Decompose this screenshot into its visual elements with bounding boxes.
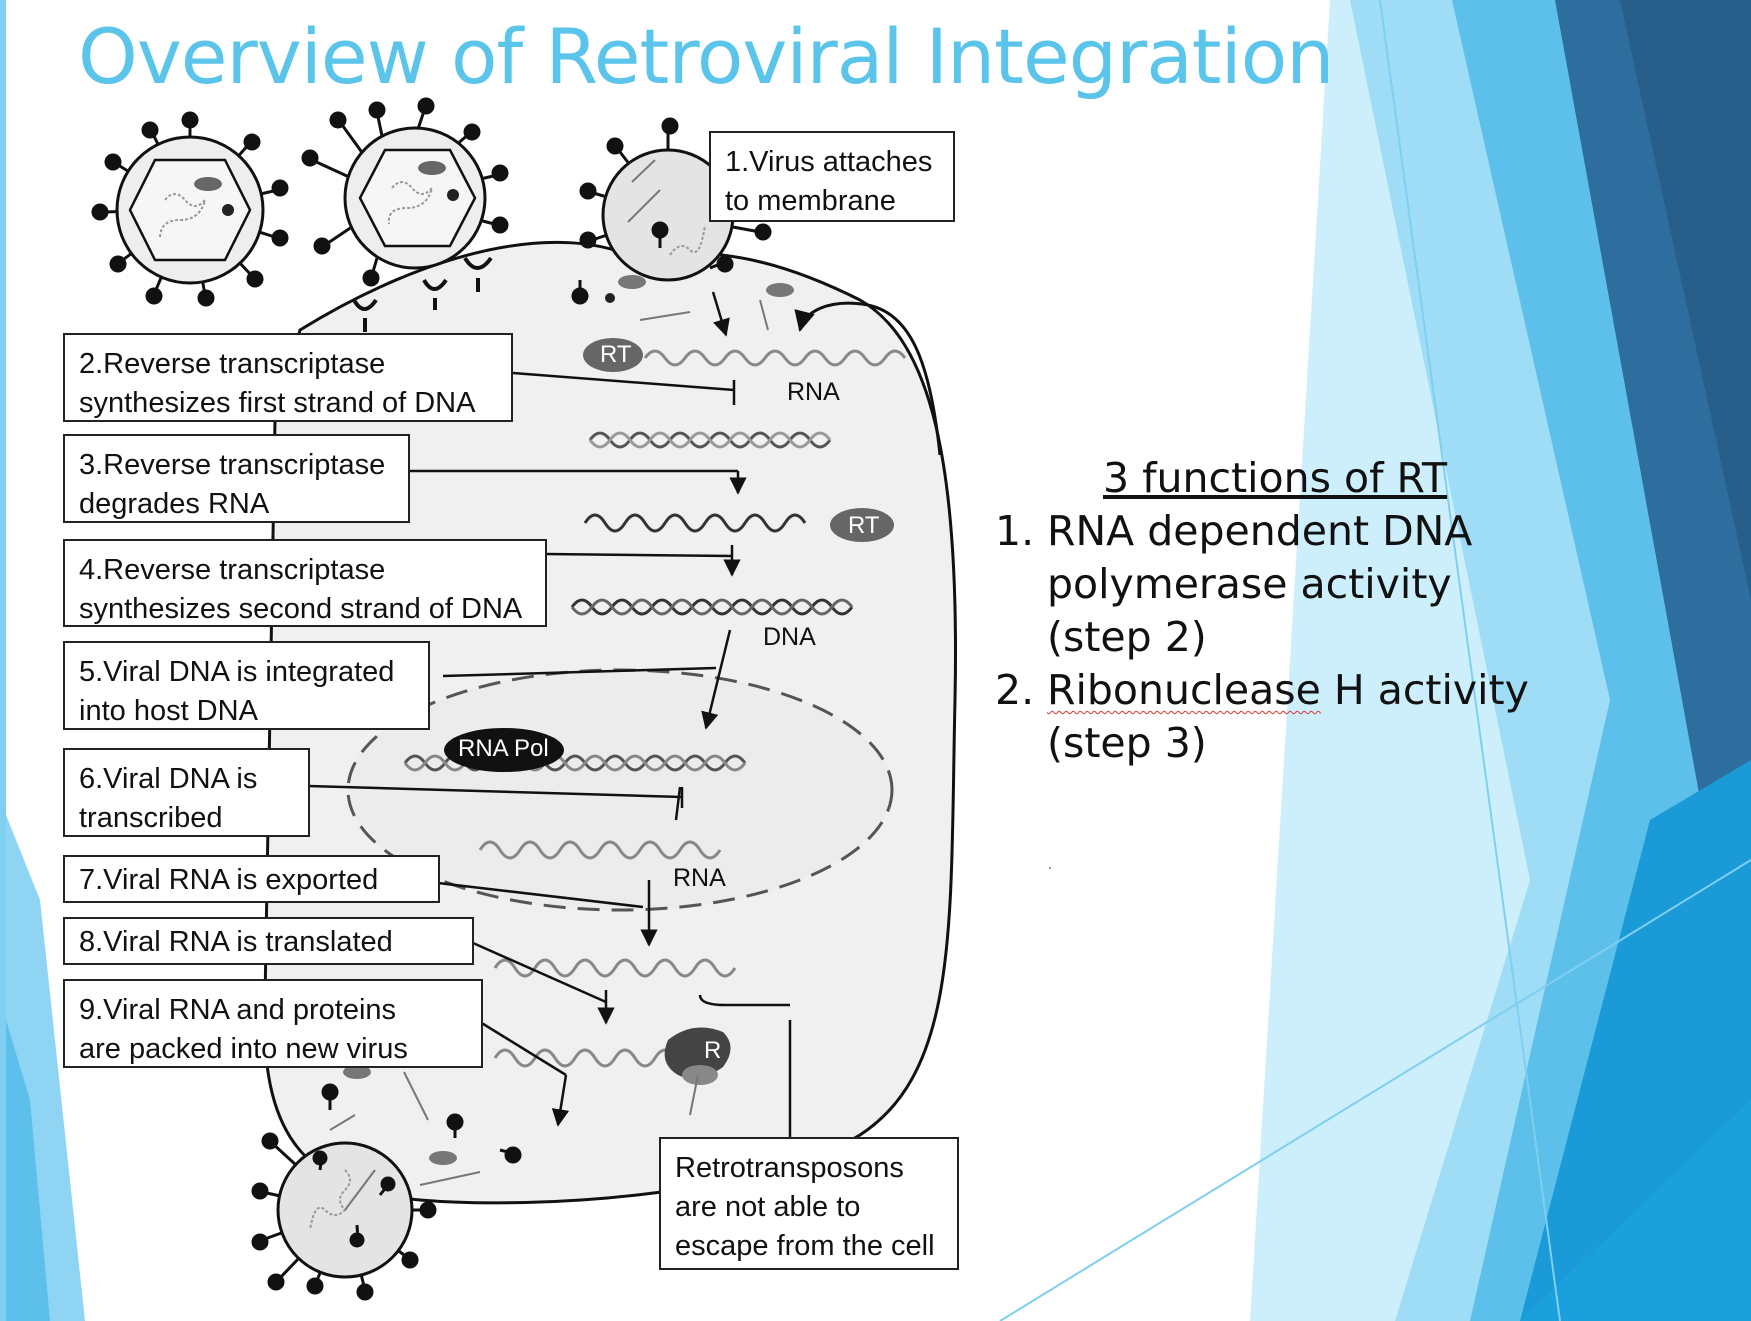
- step-3-box: 3.Reverse transcriptase degrades RNA: [63, 434, 410, 523]
- step-4-line-1: 4.Reverse transcriptase: [79, 554, 386, 586]
- rna-strand-2: [478, 840, 722, 860]
- step-5-line-2: into host DNA: [79, 695, 258, 727]
- rt-function-1-line-1: RNA dependent DNA: [1047, 507, 1473, 555]
- slide-title: Overview of Retroviral Integration: [78, 12, 1334, 101]
- rna-polymerase: [444, 728, 564, 772]
- step-2-line-1: 2.Reverse transcriptase: [79, 348, 386, 380]
- rt-functions-heading: 3 functions of RT: [1103, 454, 1448, 502]
- rt-function-2-line-1: Ribonuclease H activity: [1047, 664, 1529, 717]
- rt-function-2-rest: H activity: [1320, 666, 1529, 714]
- step-3-line-2: degrades RNA: [79, 488, 270, 520]
- step-2-line-2: synthesizes first strand of DNA: [79, 387, 476, 419]
- stray-dot: [1049, 867, 1051, 869]
- new-virus-budding: [251, 1132, 437, 1301]
- retrotransposon-note-box: Retrotransposons are not able to escape …: [659, 1137, 959, 1270]
- rna-pol-label: RNA Pol: [458, 735, 549, 762]
- dna-label: DNA: [763, 623, 816, 651]
- dna-single-strand: [583, 513, 807, 533]
- membrane-receptors: [352, 256, 493, 332]
- step-1-box: 1.Virus attaches to membrane: [709, 131, 955, 222]
- rt-function-2-line-2: (step 3): [1047, 719, 1207, 767]
- ribosome: [664, 1027, 731, 1079]
- retrotransposon-line-3: escape from the cell: [675, 1230, 935, 1262]
- dna-rna-hybrid: [588, 431, 832, 449]
- step-4-box: 4.Reverse transcriptase synthesizes seco…: [63, 539, 547, 627]
- step-5-line-1: 5.Viral DNA is integrated: [79, 656, 395, 688]
- rt-function-1-line-2: polymerase activity: [1047, 560, 1452, 608]
- rna-strand-1: [643, 349, 907, 367]
- rna-strand-3: [493, 958, 737, 978]
- step-9-line-2: are packed into new virus: [79, 1033, 408, 1065]
- rna-strand-4: [493, 1048, 677, 1068]
- reverse-transcriptase-2: [830, 508, 894, 542]
- step-2-box: 2.Reverse transcriptase synthesizes firs…: [63, 333, 513, 422]
- step-8-box: 8.Viral RNA is translated: [63, 917, 474, 965]
- step-1-line-2: to membrane: [725, 185, 896, 217]
- step-9-line-1: 9.Viral RNA and proteins: [79, 994, 397, 1026]
- step-5-box: 5.Viral DNA is integrated into host DNA: [63, 641, 430, 730]
- retrotransposon-line-1: Retrotransposons: [675, 1152, 904, 1184]
- rna-label-2: RNA: [673, 864, 726, 892]
- step-6-line-2: transcribed: [79, 802, 223, 834]
- step-1-line-1: 1.Virus attaches: [725, 146, 933, 178]
- rt-label-1: RT: [600, 341, 632, 368]
- rt-function-2-keyword: Ribonuclease: [1047, 666, 1321, 714]
- virus-particle-1: [91, 111, 289, 307]
- step-6-line-1: 6.Viral DNA is: [79, 763, 258, 795]
- rt-function-item-2: 2. Ribonuclease H activity (step 3): [995, 664, 1555, 770]
- rt-function-item-1: 1. RNA dependent DNA polymerase activity…: [995, 505, 1555, 664]
- double-stranded-dna-1: [570, 598, 854, 616]
- ribosome-label: R: [704, 1037, 722, 1064]
- reverse-transcriptase-1: [583, 338, 643, 372]
- step-4-line-2: synthesizes second strand of DNA: [79, 593, 523, 625]
- step-8-line-1: 8.Viral RNA is translated: [79, 926, 393, 958]
- rt-functions-panel: 3 functions of RT 1. RNA dependent DNA p…: [995, 452, 1555, 770]
- step-3-line-1: 3.Reverse transcriptase: [79, 449, 386, 481]
- step-6-box: 6.Viral DNA is transcribed: [63, 748, 310, 837]
- rt-function-number-1: 1.: [995, 507, 1035, 555]
- step-7-line-1: 7.Viral RNA is exported: [79, 864, 379, 896]
- virus-particle-2: [301, 97, 509, 287]
- step-9-box: 9.Viral RNA and proteins are packed into…: [63, 979, 483, 1068]
- rna-label-1: RNA: [787, 378, 840, 406]
- step-7-box: 7.Viral RNA is exported: [63, 855, 440, 903]
- rt-label-2: RT: [848, 512, 880, 539]
- rt-function-1-line-3: (step 2): [1047, 613, 1207, 661]
- retrotransposon-line-2: are not able to: [675, 1191, 861, 1223]
- viral-proteins: [321, 1083, 522, 1164]
- rt-function-number-2: 2.: [995, 666, 1035, 714]
